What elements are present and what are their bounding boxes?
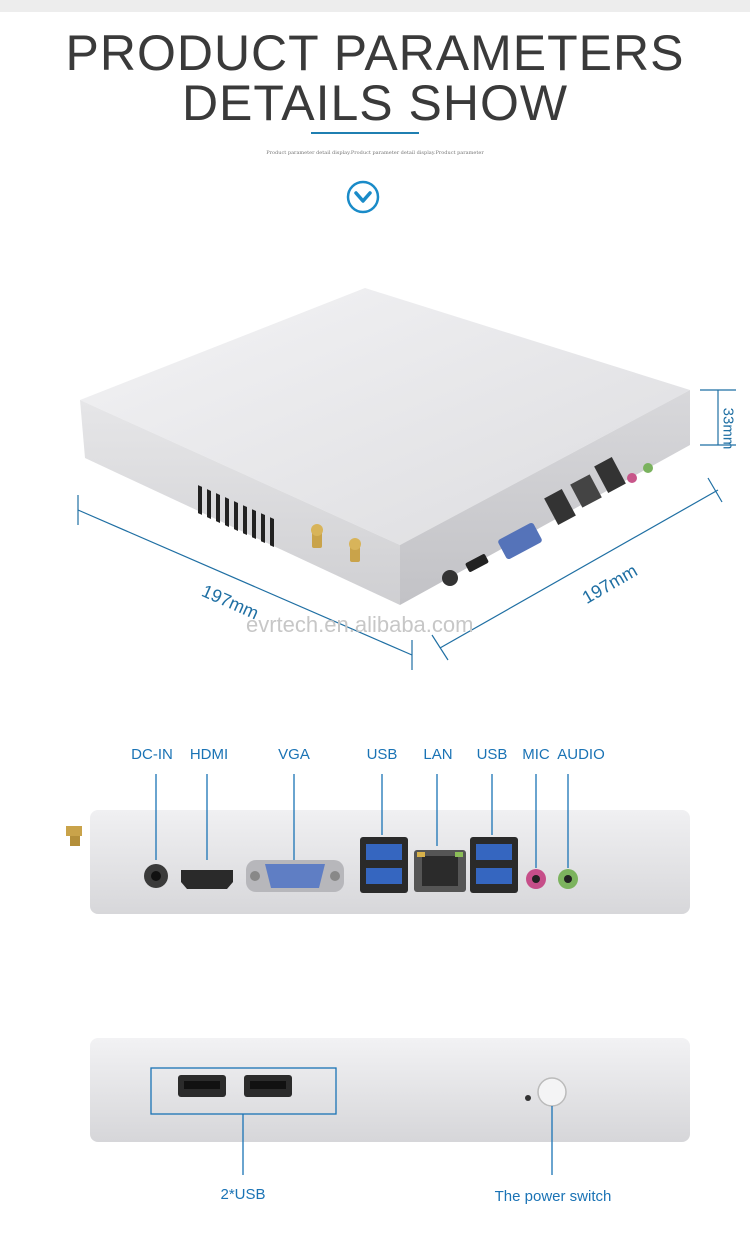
label-front-usb: 2*USB (220, 1186, 266, 1203)
watermark: evrtech.en.alibaba.com (246, 612, 474, 637)
hdmi-port (181, 870, 233, 889)
top-band (0, 0, 750, 12)
dimension-lines (77, 389, 736, 670)
page-title-line2: DETAILS SHOW (181, 75, 569, 131)
page-subtitle: Product parameter detail display.Product… (266, 150, 484, 156)
label-power-switch: The power switch (494, 1188, 612, 1205)
power-button (537, 1077, 567, 1107)
chassis-top (80, 288, 690, 545)
label-usb-right: USB (476, 746, 508, 763)
power-led (525, 1095, 531, 1101)
label-mic: MIC (522, 746, 550, 763)
side-ports (442, 457, 653, 586)
label-audio: AUDIO (557, 746, 605, 763)
product-photo (77, 288, 736, 670)
vent-slots (198, 485, 274, 547)
label-hdmi: HDMI (189, 746, 229, 763)
back-panel (66, 774, 690, 914)
chevron-down-icon[interactable] (346, 180, 380, 214)
dim-height-label: 33mm (719, 407, 737, 450)
title-underline (311, 132, 419, 134)
label-vga: VGA (278, 746, 310, 763)
chassis-right-side (400, 390, 690, 605)
label-usb-left: USB (366, 746, 398, 763)
front-panel-body (90, 1038, 690, 1142)
chassis-left-side (80, 400, 400, 605)
back-leader-lines (155, 774, 569, 868)
back-antenna (66, 826, 82, 846)
page-title-line1: PRODUCT PARAMETERS (65, 25, 685, 81)
label-lan: LAN (423, 746, 453, 763)
antenna-connectors (311, 524, 361, 562)
label-dc-in: DC-IN (131, 746, 173, 763)
front-panel (90, 1038, 690, 1175)
